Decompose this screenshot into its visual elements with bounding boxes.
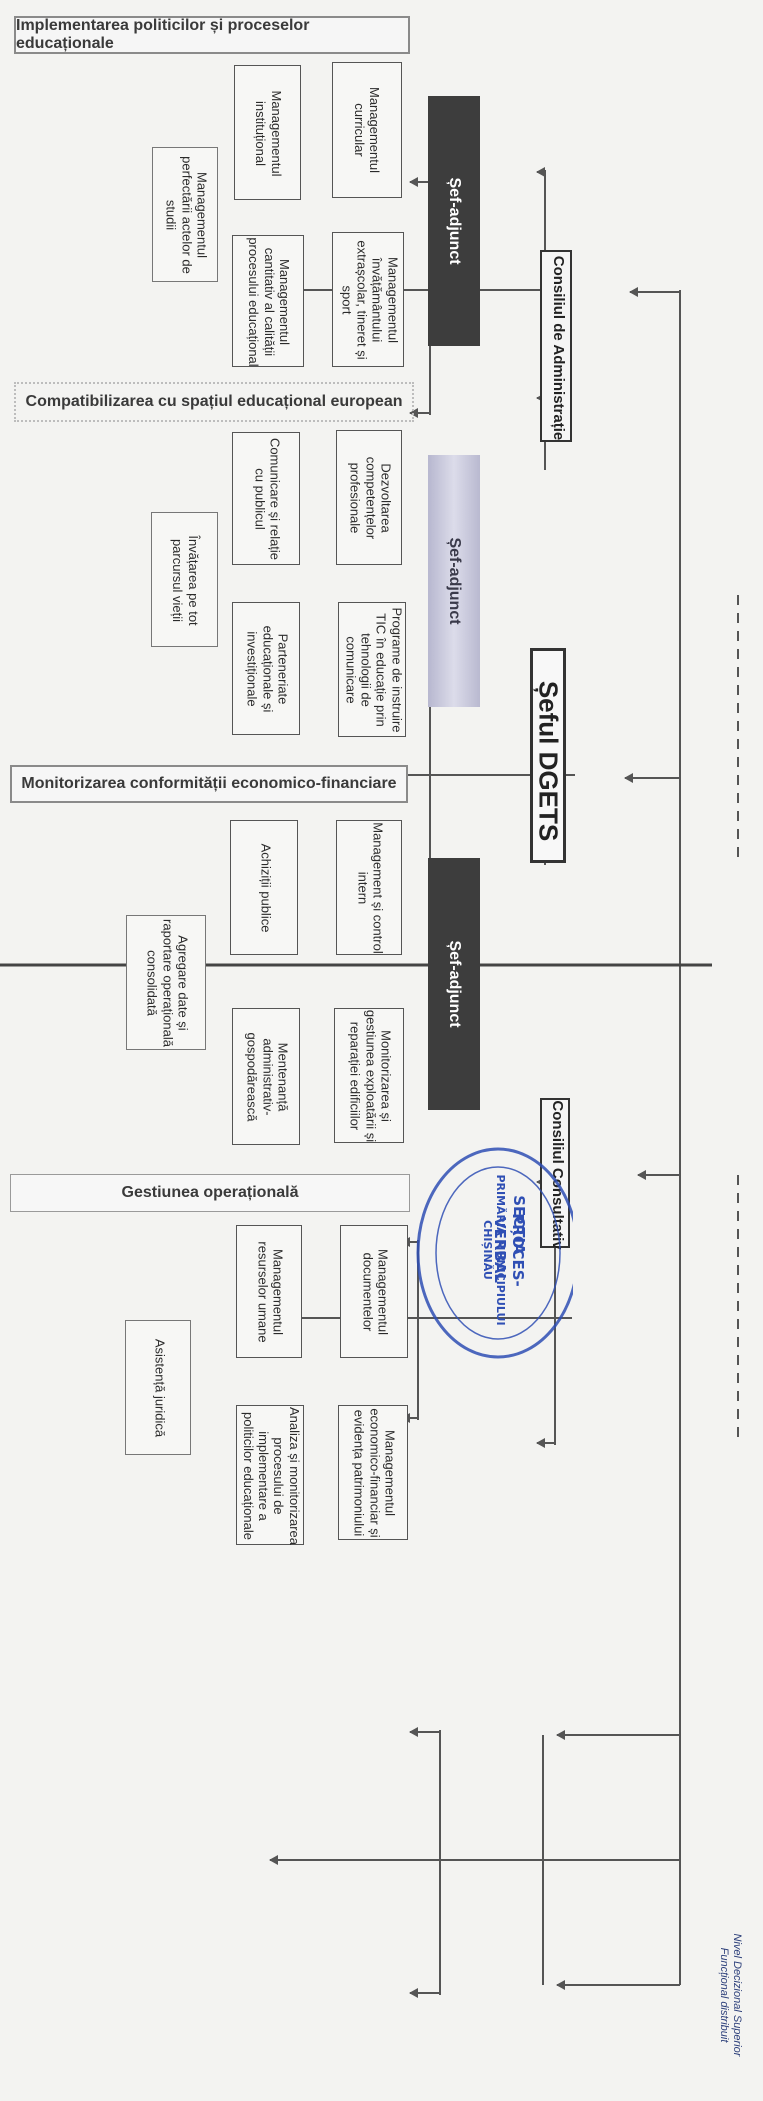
unit-label: Mentenanță administrativ-gospodărească (244, 1032, 291, 1122)
head-dgets: Șeful DGETS (530, 648, 566, 863)
unit-label: Dezvoltarea competențelor profesionale (347, 456, 394, 540)
unit-label: Monitorizarea și gestiunea exploatării ș… (347, 1009, 394, 1143)
unit-label: Programe de instruire TIC în educație pr… (343, 607, 405, 733)
unit-box: Învățarea pe tot parcursul vieții (151, 512, 218, 647)
unit-box: Monitorizarea și gestiunea exploatării ș… (334, 1008, 404, 1143)
section-title-3: Monitorizarea conformității economico-fi… (10, 765, 408, 803)
unit-label: Managementul documentelor (360, 1249, 391, 1335)
council-label: Consiliul de Administrație (549, 255, 567, 441)
unit-label: Agregare date și raportare operațională … (144, 919, 191, 1047)
unit-label: Parteneriate educaționale și investițion… (244, 625, 291, 713)
unit-box: Parteneriate educaționale și investițion… (232, 602, 300, 735)
unit-box: Management și control intern (336, 820, 402, 955)
unit-box: Managementul învățământului extrașcolar,… (332, 232, 404, 367)
deputy-head-2: Șef-adjunct (428, 455, 480, 707)
section-title-1: Implementarea politicilor și proceselor … (14, 16, 410, 54)
unit-label: Analiza și monitorizarea procesului de i… (240, 1406, 302, 1545)
unit-label: Învățarea pe tot parcursul vieții (170, 535, 201, 626)
deputy-head-1: Șef-adjunct (428, 96, 480, 346)
seal-line2: PROCES-VERBAL (491, 1213, 527, 1287)
deputy-head-label: Șef-adjunct (446, 177, 464, 265)
unit-box: Achiziții publice (230, 820, 298, 955)
footnote-line1: Nivel Decizional Superior (730, 1933, 743, 2057)
unit-label: Managementul perfectării actelor de stud… (163, 156, 210, 274)
unit-label: Managementul economico-financiar și evid… (351, 1408, 398, 1538)
unit-box: Managementul perfectării actelor de stud… (152, 147, 218, 282)
unit-label: Asistență juridică (152, 1338, 168, 1438)
unit-label: Achiziții publice (258, 843, 274, 933)
unit-box: Analiza și monitorizarea procesului de i… (236, 1405, 304, 1545)
section-title-4: Gestiunea operațională (10, 1174, 410, 1212)
unit-box: Comunicare și relație cu publicul (232, 432, 300, 565)
council-consultative: Consiliul Consultativ (540, 1098, 570, 1250)
unit-box: Agregare date și raportare operațională … (126, 915, 206, 1050)
unit-box: Managementul cantitativ al calității pro… (232, 235, 304, 367)
unit-box: Managementul documentelor (340, 1225, 408, 1358)
deputy-head-label: Șef-adjunct (446, 940, 464, 1028)
unit-box: Managementul curricular (332, 62, 402, 198)
unit-box: Managementul instituțional (234, 65, 301, 200)
head-label: Șeful DGETS (533, 680, 564, 842)
official-seal: PRIMĂRIA MUNICIPIULUI CHIȘINĂU SECȚIA PR… (408, 1145, 573, 1360)
unit-box: Mentenanță administrativ-gospodărească (232, 1008, 300, 1145)
unit-box: Managementul economico-financiar și evid… (338, 1405, 408, 1540)
unit-label: Managementul curricular (352, 87, 383, 173)
unit-box: Dezvoltarea competențelor profesionale (336, 430, 402, 565)
unit-box: Asistență juridică (125, 1320, 191, 1455)
unit-label: Managementul instituțional (253, 90, 284, 177)
unit-label: Managementul cantitativ al calității pro… (246, 237, 292, 367)
deputy-head-3: Șef-adjunct (428, 858, 480, 1110)
unit-label: Managementul resurselor umane (255, 1241, 286, 1343)
unit-label: Comunicare și relație cu publicul (252, 437, 283, 561)
footnote-line2: Funcțional distribuit (718, 1947, 730, 2043)
unit-box: Programe de instruire TIC în educație pr… (338, 602, 406, 737)
deputy-head-label: Șef-adjunct (446, 537, 464, 625)
unit-label: Managementul învățământului extrașcolar,… (339, 240, 401, 360)
unit-box: Managementul resurselor umane (236, 1225, 302, 1358)
unit-label: Management și control intern (355, 822, 386, 954)
council-administration: Consiliul de Administrație (540, 250, 572, 442)
footnote: Nivel Decizional Superior Funcțional dis… (700, 1900, 760, 2090)
section-title-2: Compatibilizarea cu spațiul educațional … (14, 382, 414, 422)
